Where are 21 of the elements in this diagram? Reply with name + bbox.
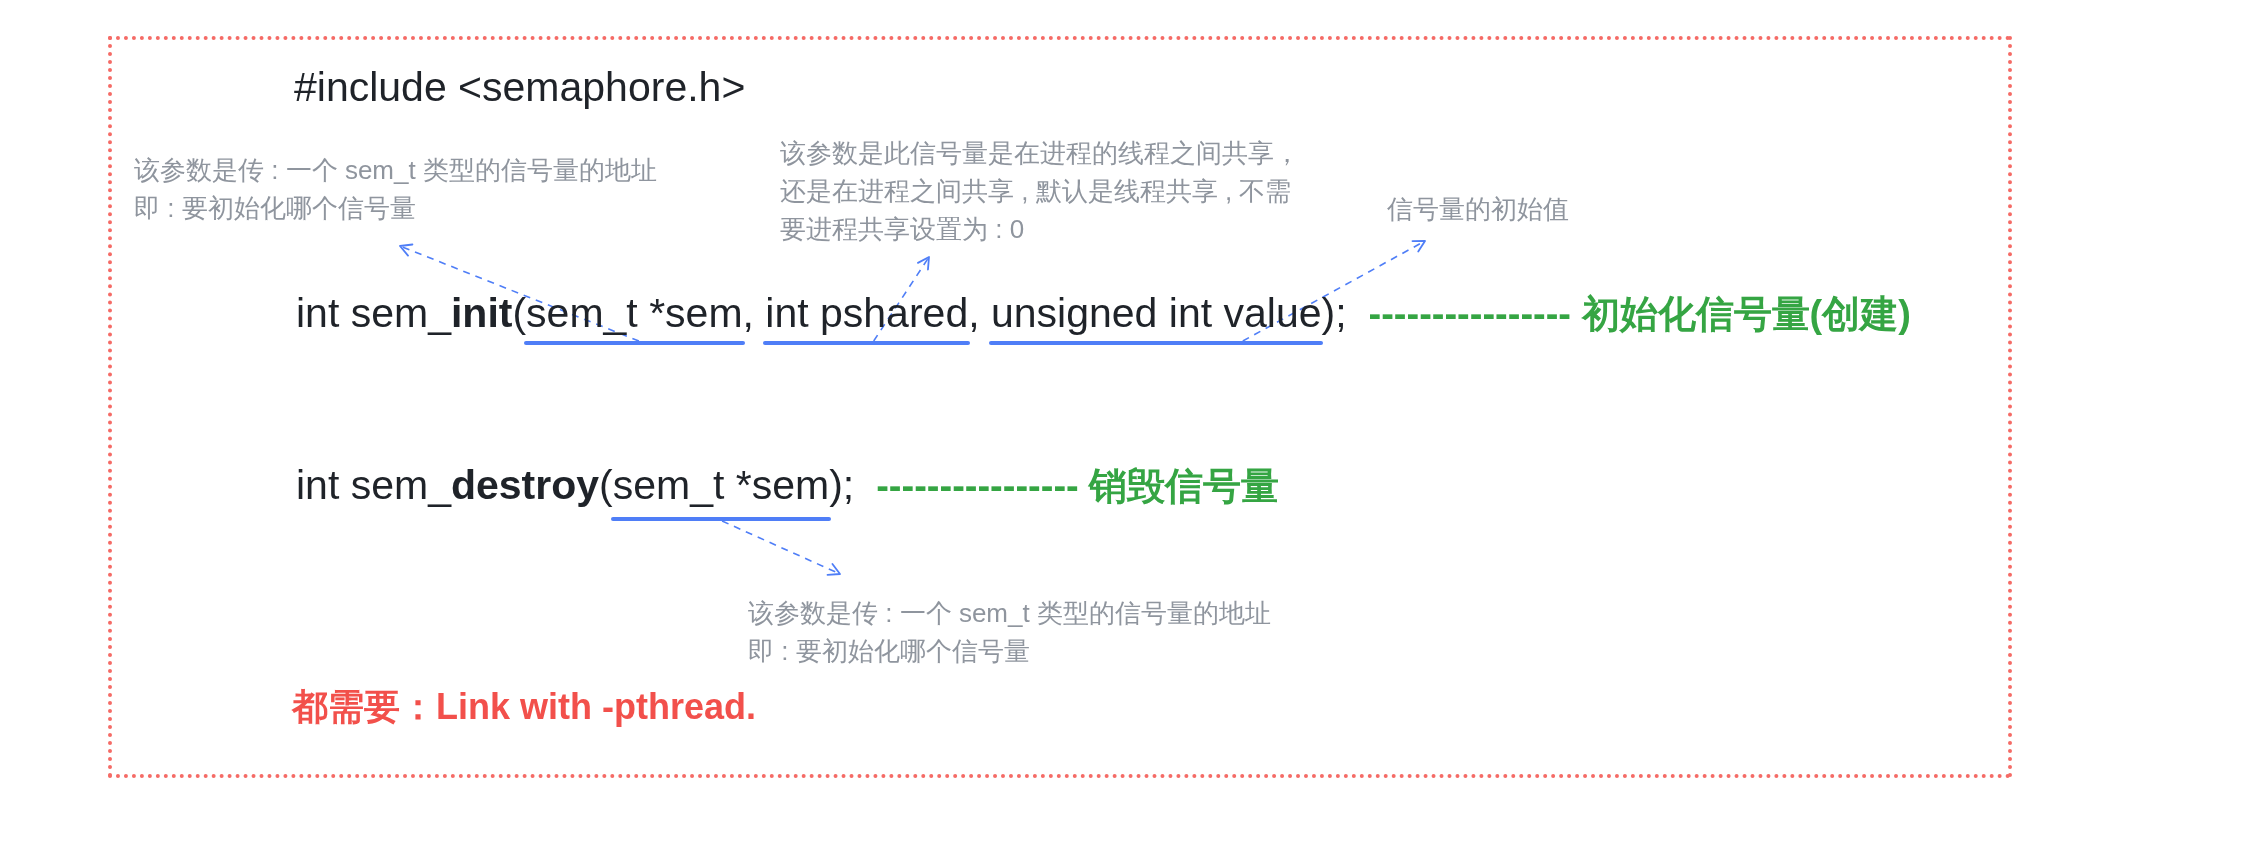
code-line: #include <semaphore.h> <box>294 63 746 112</box>
dashed-arrow <box>1242 240 1426 342</box>
code-line: int sem_destroy(sem_t *sem); <box>296 461 855 510</box>
code-line: int sem_init(sem_t *sem, int pshared, unsigned int value); <box>296 289 1347 338</box>
dashed-arrow <box>721 520 841 576</box>
underline <box>763 341 970 345</box>
underline <box>611 517 831 521</box>
annotation-text: 信号量的初始值 <box>1387 193 1569 226</box>
comment-text: ---------------- 销毁信号量 <box>876 464 1280 509</box>
note-text: 都需要：Link with -pthread. <box>292 685 756 729</box>
underline <box>524 341 745 345</box>
dashed-arrow <box>399 243 640 342</box>
annotation-text: 该参数是传 : 一个 sem_t 类型的信号量的地址 <box>134 154 657 187</box>
annotation-text: 即 : 要初始化哪个信号量 <box>134 192 416 225</box>
annotation-text: 即 : 要初始化哪个信号量 <box>748 635 1030 668</box>
annotation-text: 该参数是传 : 一个 sem_t 类型的信号量的地址 <box>748 597 1271 630</box>
dashed-arrow <box>872 256 930 342</box>
comment-text: ---------------- 初始化信号量(创建) <box>1368 292 1911 337</box>
underline <box>989 341 1323 345</box>
annotation-text: 该参数是此信号量是在进程的线程之间共享，还是在进程之间共享 , 默认是线程共享 , 不需要进程共享设置为 : 0 <box>780 137 1301 246</box>
dotted-frame <box>108 36 2012 778</box>
